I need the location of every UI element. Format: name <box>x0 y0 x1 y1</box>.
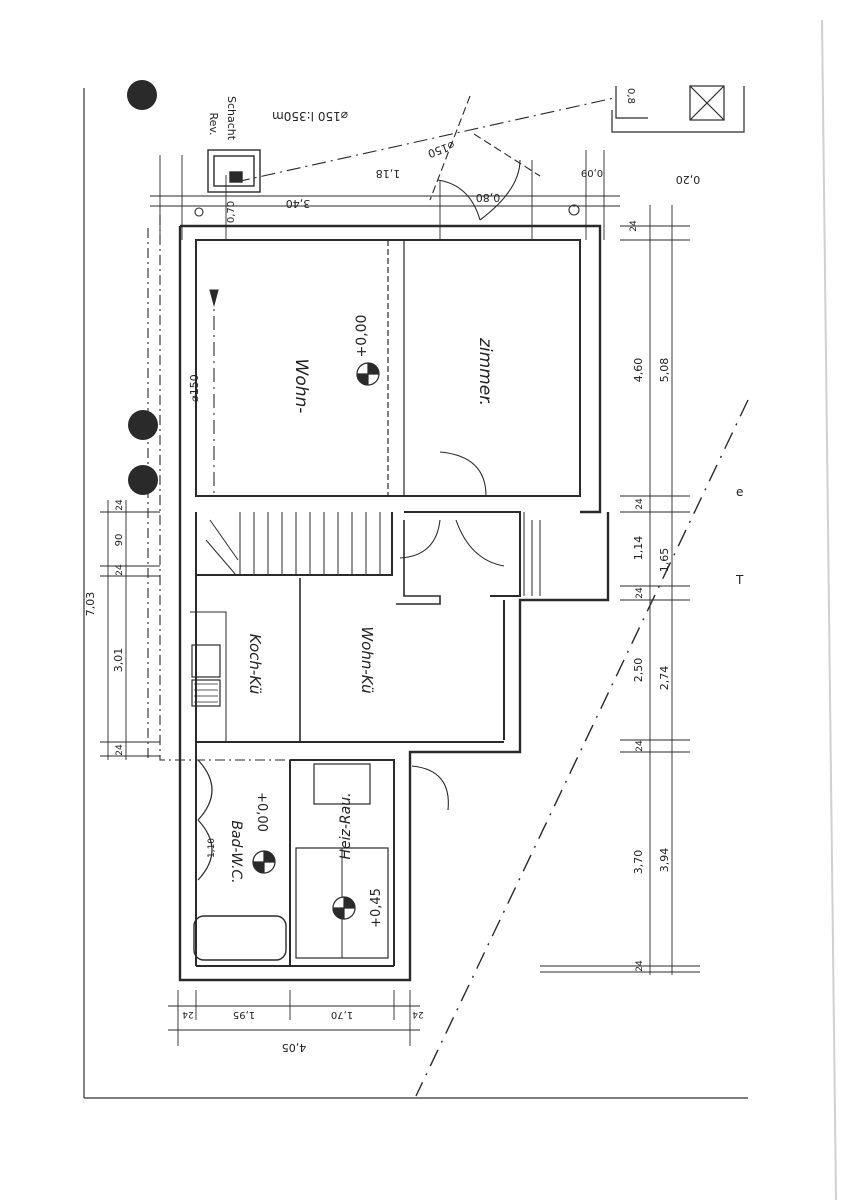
level-bad: +0,00 <box>254 792 269 832</box>
doors <box>194 159 580 811</box>
punch-hole <box>128 410 158 440</box>
inspection-shaft <box>207 149 261 193</box>
top-dim: 0,70 <box>226 201 237 223</box>
room-label-wohn: Wohn- <box>291 359 311 414</box>
right-dim-outer: 2,74 <box>658 666 671 691</box>
right-dim: 24 <box>635 960 645 972</box>
corner-feature <box>611 85 745 133</box>
bottom-dim-outer: 4,05 <box>282 1041 307 1054</box>
right-dim: 2,50 <box>632 658 645 683</box>
scan-edge-right <box>821 19 837 1201</box>
room-label-zimmer: zimmer. <box>475 337 495 406</box>
right-dim: 4,60 <box>632 358 645 383</box>
bottom-dim: 1,95 <box>233 1009 255 1020</box>
top-dim: 0,09 <box>581 167 603 178</box>
right-dim: 24 <box>635 498 645 510</box>
room-label-wohn-kue: Wohn-Kü <box>358 626 376 693</box>
punch-hole <box>128 465 158 495</box>
bottom-dim: 24 <box>182 1009 194 1019</box>
bath-dim: 1,10 <box>207 838 217 858</box>
right-dim: 3,70 <box>632 850 645 875</box>
margin-letter: T <box>735 573 744 587</box>
punch-hole <box>127 80 157 110</box>
left-dim: 3,01 <box>112 648 125 673</box>
left-dim: 7,03 <box>84 592 97 617</box>
bottom-dim: 24 <box>412 1009 424 1019</box>
level-markers <box>252 362 380 920</box>
note-schacht: Schacht <box>225 96 238 141</box>
right-dim: 1,14 <box>632 536 645 561</box>
level-heiz: +0,45 <box>369 888 384 928</box>
room-label-koch-kue: Koch-Kü <box>246 634 264 695</box>
left-dim: 24 <box>115 499 125 511</box>
drain-pipe <box>209 95 615 496</box>
right-dim: 24 <box>635 740 645 752</box>
room-label-heiz-raum: Heiz-Rau. <box>338 792 354 859</box>
property-line <box>415 399 749 1097</box>
right-dim-outer: 5,08 <box>658 358 671 383</box>
top-dim: 3,40 <box>286 197 311 210</box>
right-dim-outer: 3,94 <box>658 848 671 873</box>
bottom-dim: 1,70 <box>331 1009 353 1020</box>
dimension-lines <box>100 150 700 1046</box>
note-rev: Rev. <box>207 112 220 135</box>
right-dim: 24 <box>635 587 645 599</box>
top-dim: 0,80 <box>476 191 501 204</box>
pipe-inside-label: ⌀150 <box>188 374 201 402</box>
top-dim: 1,18 <box>376 167 401 180</box>
level-wohn: +0,00 <box>354 315 370 358</box>
left-dim: 90 <box>114 534 125 547</box>
note-pipe-dia: ⌀150 <box>426 138 456 160</box>
top-dim: 0,20 <box>676 173 701 186</box>
walls <box>178 224 610 982</box>
left-dim: 24 <box>115 744 125 756</box>
room-label-bad-wc: Bad-W.C. <box>228 820 244 883</box>
note-pipe-length: ⌀150 l:350m <box>272 109 348 123</box>
right-dim: 24 <box>629 220 639 232</box>
margin-letter: e <box>736 485 743 499</box>
right-dim-outer: 1,65 <box>658 548 671 573</box>
dashed-outlines <box>147 215 300 761</box>
left-dim: 24 <box>115 564 125 576</box>
top-dim: 0,8 <box>625 88 636 104</box>
